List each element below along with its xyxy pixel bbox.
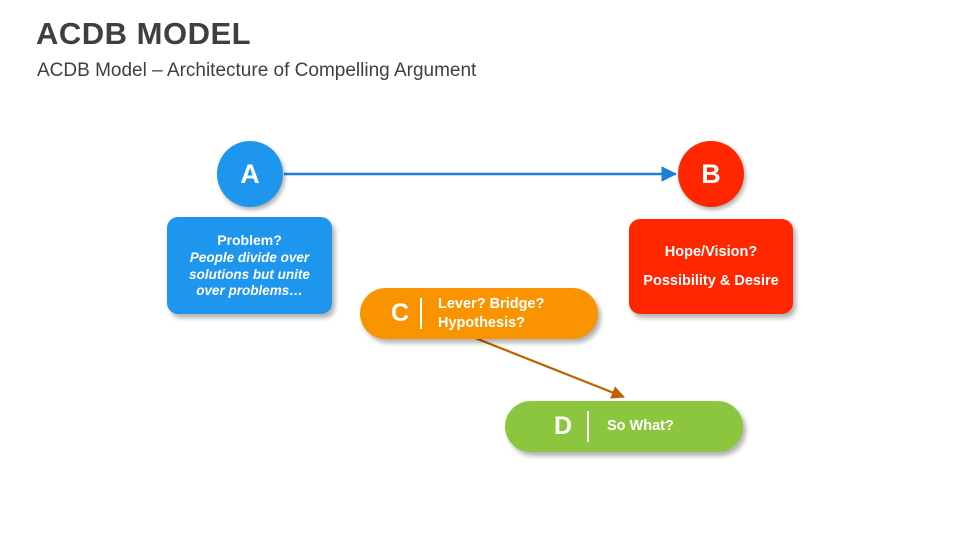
node-circle-a-letter: A	[240, 158, 260, 189]
node-card-a-problem[interactable]: Problem? People divide over solutions bu…	[167, 217, 332, 314]
node-pill-c-divider	[420, 298, 422, 329]
node-card-a-body-line-3: over problems…	[196, 283, 303, 299]
node-pill-d-so-what[interactable]: D So What?	[505, 401, 743, 452]
connector-c-to-d	[469, 334, 625, 399]
page-title: ACDB MODEL	[36, 16, 252, 51]
node-pill-c-text-line-1: Lever? Bridge?	[438, 295, 545, 312]
node-pill-c-letter: C	[390, 299, 410, 327]
node-pill-d-letter: D	[553, 412, 573, 440]
node-pill-c-lever[interactable]: C Lever? Bridge? Hypothesis?	[360, 288, 598, 339]
node-card-a-body: People divide over solutions but unite o…	[189, 250, 310, 300]
node-pill-c-text-line-2: Hypothesis?	[438, 314, 526, 331]
node-circle-b[interactable]: B	[678, 141, 744, 207]
node-pill-d-divider	[587, 411, 589, 442]
node-circle-b-letter: B	[701, 158, 721, 189]
node-card-b-heading: Hope/Vision?	[664, 244, 758, 260]
page-subtitle: ACDB Model – Architecture of Compelling …	[37, 60, 477, 81]
node-card-a-body-line-1: People divide over	[189, 250, 310, 266]
node-circle-a[interactable]: A	[217, 141, 283, 207]
node-card-a-body-line-2: solutions but unite	[189, 266, 310, 282]
node-pill-c-text: Lever? Bridge? Hypothesis?	[438, 295, 584, 333]
node-card-b-hope-vision[interactable]: Hope/Vision? Possibility & Desire	[629, 219, 793, 314]
node-card-a-heading: Problem?	[217, 232, 282, 249]
node-card-b-body: Possibility & Desire	[643, 273, 779, 289]
node-pill-d-text: So What?	[607, 418, 674, 434]
